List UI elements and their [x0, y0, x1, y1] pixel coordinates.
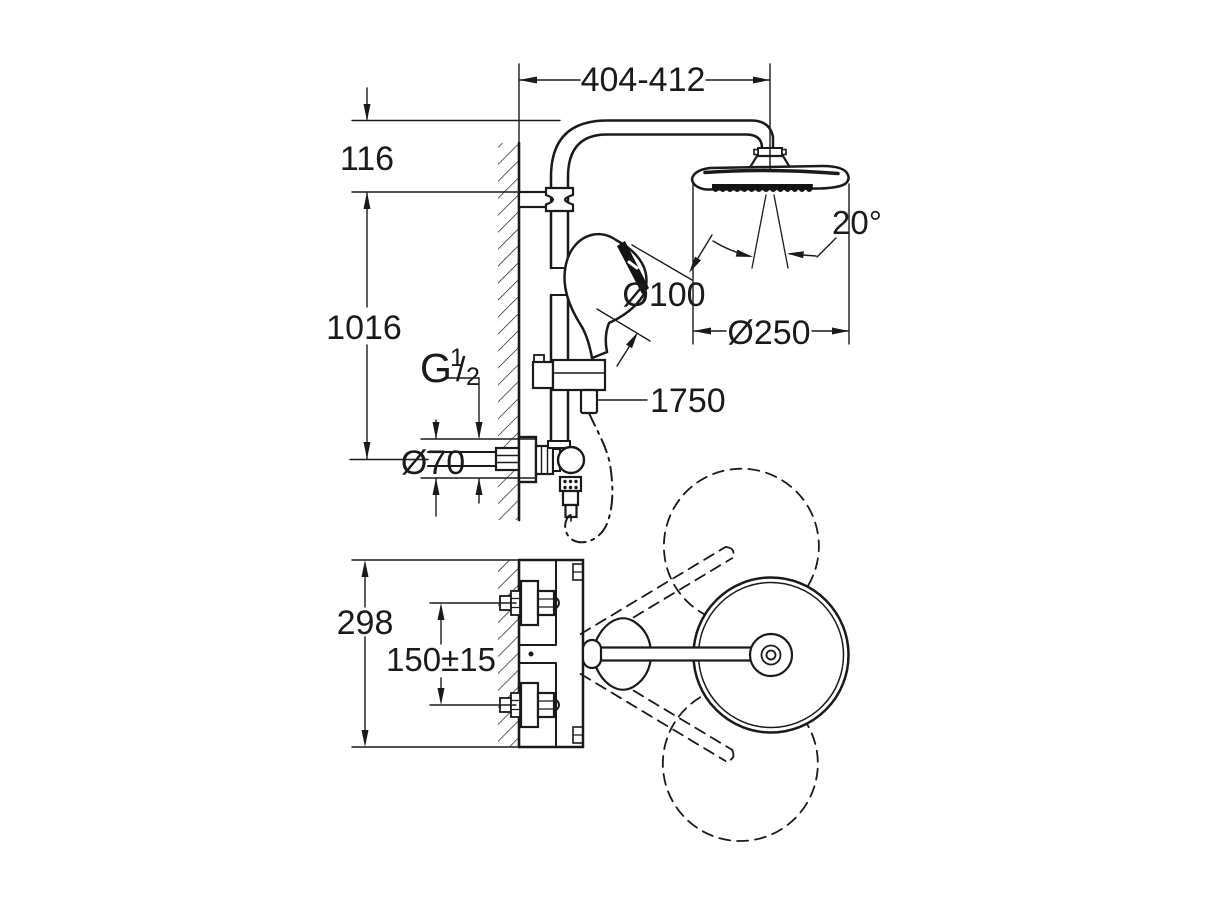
- svg-text:/: /: [456, 351, 466, 389]
- union-nut: [534, 444, 555, 476]
- dim-thread-g-half: G 1 / 2: [420, 344, 480, 391]
- spray-nozzles: [712, 184, 813, 192]
- front-dimensions: [349, 63, 850, 517]
- diverter-knob: [556, 445, 586, 475]
- union-nut-bottom: [536, 691, 556, 719]
- mounting-plate-bottom: [519, 681, 540, 729]
- arm-pivot-boss: [581, 638, 603, 670]
- dim-head-shower-diameter: Ø250: [727, 314, 810, 352]
- wall-hatch-top: [498, 558, 521, 749]
- top-view-dimensions: [351, 559, 520, 748]
- dim-top-width: 404-412: [581, 61, 706, 99]
- dim-hand-shower-diameter: Ø100: [622, 276, 705, 314]
- shower-hose: [564, 412, 614, 544]
- svg-text:G: G: [420, 345, 452, 391]
- hand-shower-face: [617, 241, 649, 294]
- dim-arm-offset: 116: [340, 140, 394, 178]
- dim-spray-angle: 20°: [832, 204, 882, 241]
- front-arrowheads: [363, 76, 849, 495]
- dim-hose-length: 1750: [650, 382, 726, 420]
- dim-riser-height: 1016: [326, 309, 402, 347]
- dim-top-view-depth: 298: [337, 604, 394, 642]
- swivel-circle-upper: [662, 467, 820, 625]
- pivot-dot: [528, 651, 534, 657]
- shower-arm-top: [581, 632, 794, 678]
- top-view: 298 150±15: [337, 467, 850, 842]
- thermostat-body-top: [517, 558, 585, 749]
- dim-escutcheon-diameter: Ø70: [401, 444, 465, 482]
- head-top-band: [703, 168, 840, 176]
- union-nut-top: [536, 589, 556, 617]
- top-view-arrowheads: [361, 560, 445, 747]
- mounting-plate-top: [519, 579, 540, 627]
- escutcheon: [517, 435, 538, 484]
- dim-inlet-spacing: 150±15: [386, 641, 496, 678]
- hand-shower: [563, 232, 649, 360]
- hose-outlet: [579, 388, 599, 415]
- slide-bracket: [531, 354, 607, 415]
- inlet-union: [494, 446, 521, 472]
- svg-text:2: 2: [466, 363, 480, 391]
- thermostat-valve: [427, 435, 586, 522]
- head-shower-front: [690, 164, 850, 192]
- front-view: 404-412 116 1016 G 1 / 2 Ø70 Ø100 Ø250 2…: [326, 61, 882, 544]
- svg-text:1: 1: [450, 344, 464, 372]
- spray-cone-lines: [751, 194, 789, 269]
- wall-bracket: [517, 186, 575, 213]
